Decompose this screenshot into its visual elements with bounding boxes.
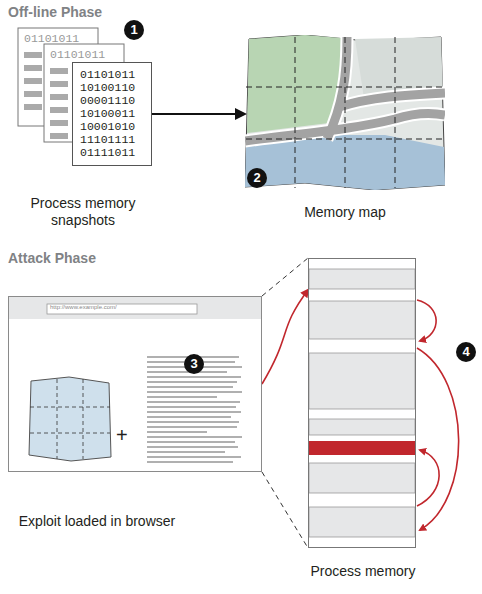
url-text: http://www.example.com/ bbox=[50, 303, 117, 311]
partial-digits bbox=[24, 52, 42, 110]
partial-digits bbox=[50, 68, 68, 139]
callout-number: 4 bbox=[456, 342, 476, 362]
process-memory: Process memory bbox=[308, 258, 416, 548]
zoom-line bbox=[262, 258, 308, 296]
phase-heading: Off-line Phase bbox=[8, 4, 102, 20]
plus-sign: + bbox=[116, 424, 128, 446]
snapshot-sheet: 01101011 10100110 00001110 10100011 1000… bbox=[72, 62, 152, 166]
caption: Process memory snapshots bbox=[27, 195, 139, 229]
caption: Process memory bbox=[283, 563, 443, 580]
binary-data: 01101011 bbox=[24, 32, 79, 45]
phase-heading: Attack Phase bbox=[8, 250, 96, 266]
map-art bbox=[245, 35, 445, 190]
callout-number: 2 bbox=[247, 168, 267, 188]
memory-regions bbox=[309, 259, 415, 547]
flow-arrow bbox=[152, 113, 245, 115]
browser-art bbox=[9, 297, 261, 471]
binary-data: 01101011 10100110 00001110 10100011 1000… bbox=[73, 63, 135, 163]
binary-data: 01101011 bbox=[50, 48, 105, 61]
exploit-arrow bbox=[262, 290, 308, 384]
callout-number: 3 bbox=[184, 354, 204, 374]
browser-window: Exploit loaded in browser bbox=[8, 296, 262, 472]
caption: Memory map bbox=[265, 204, 425, 221]
zoom-line bbox=[262, 472, 308, 548]
caption: Exploit loaded in browser bbox=[0, 513, 207, 530]
callout-number: 1 bbox=[124, 20, 144, 40]
jump-arrows bbox=[417, 300, 459, 530]
memory-map: Memory map bbox=[245, 35, 445, 190]
